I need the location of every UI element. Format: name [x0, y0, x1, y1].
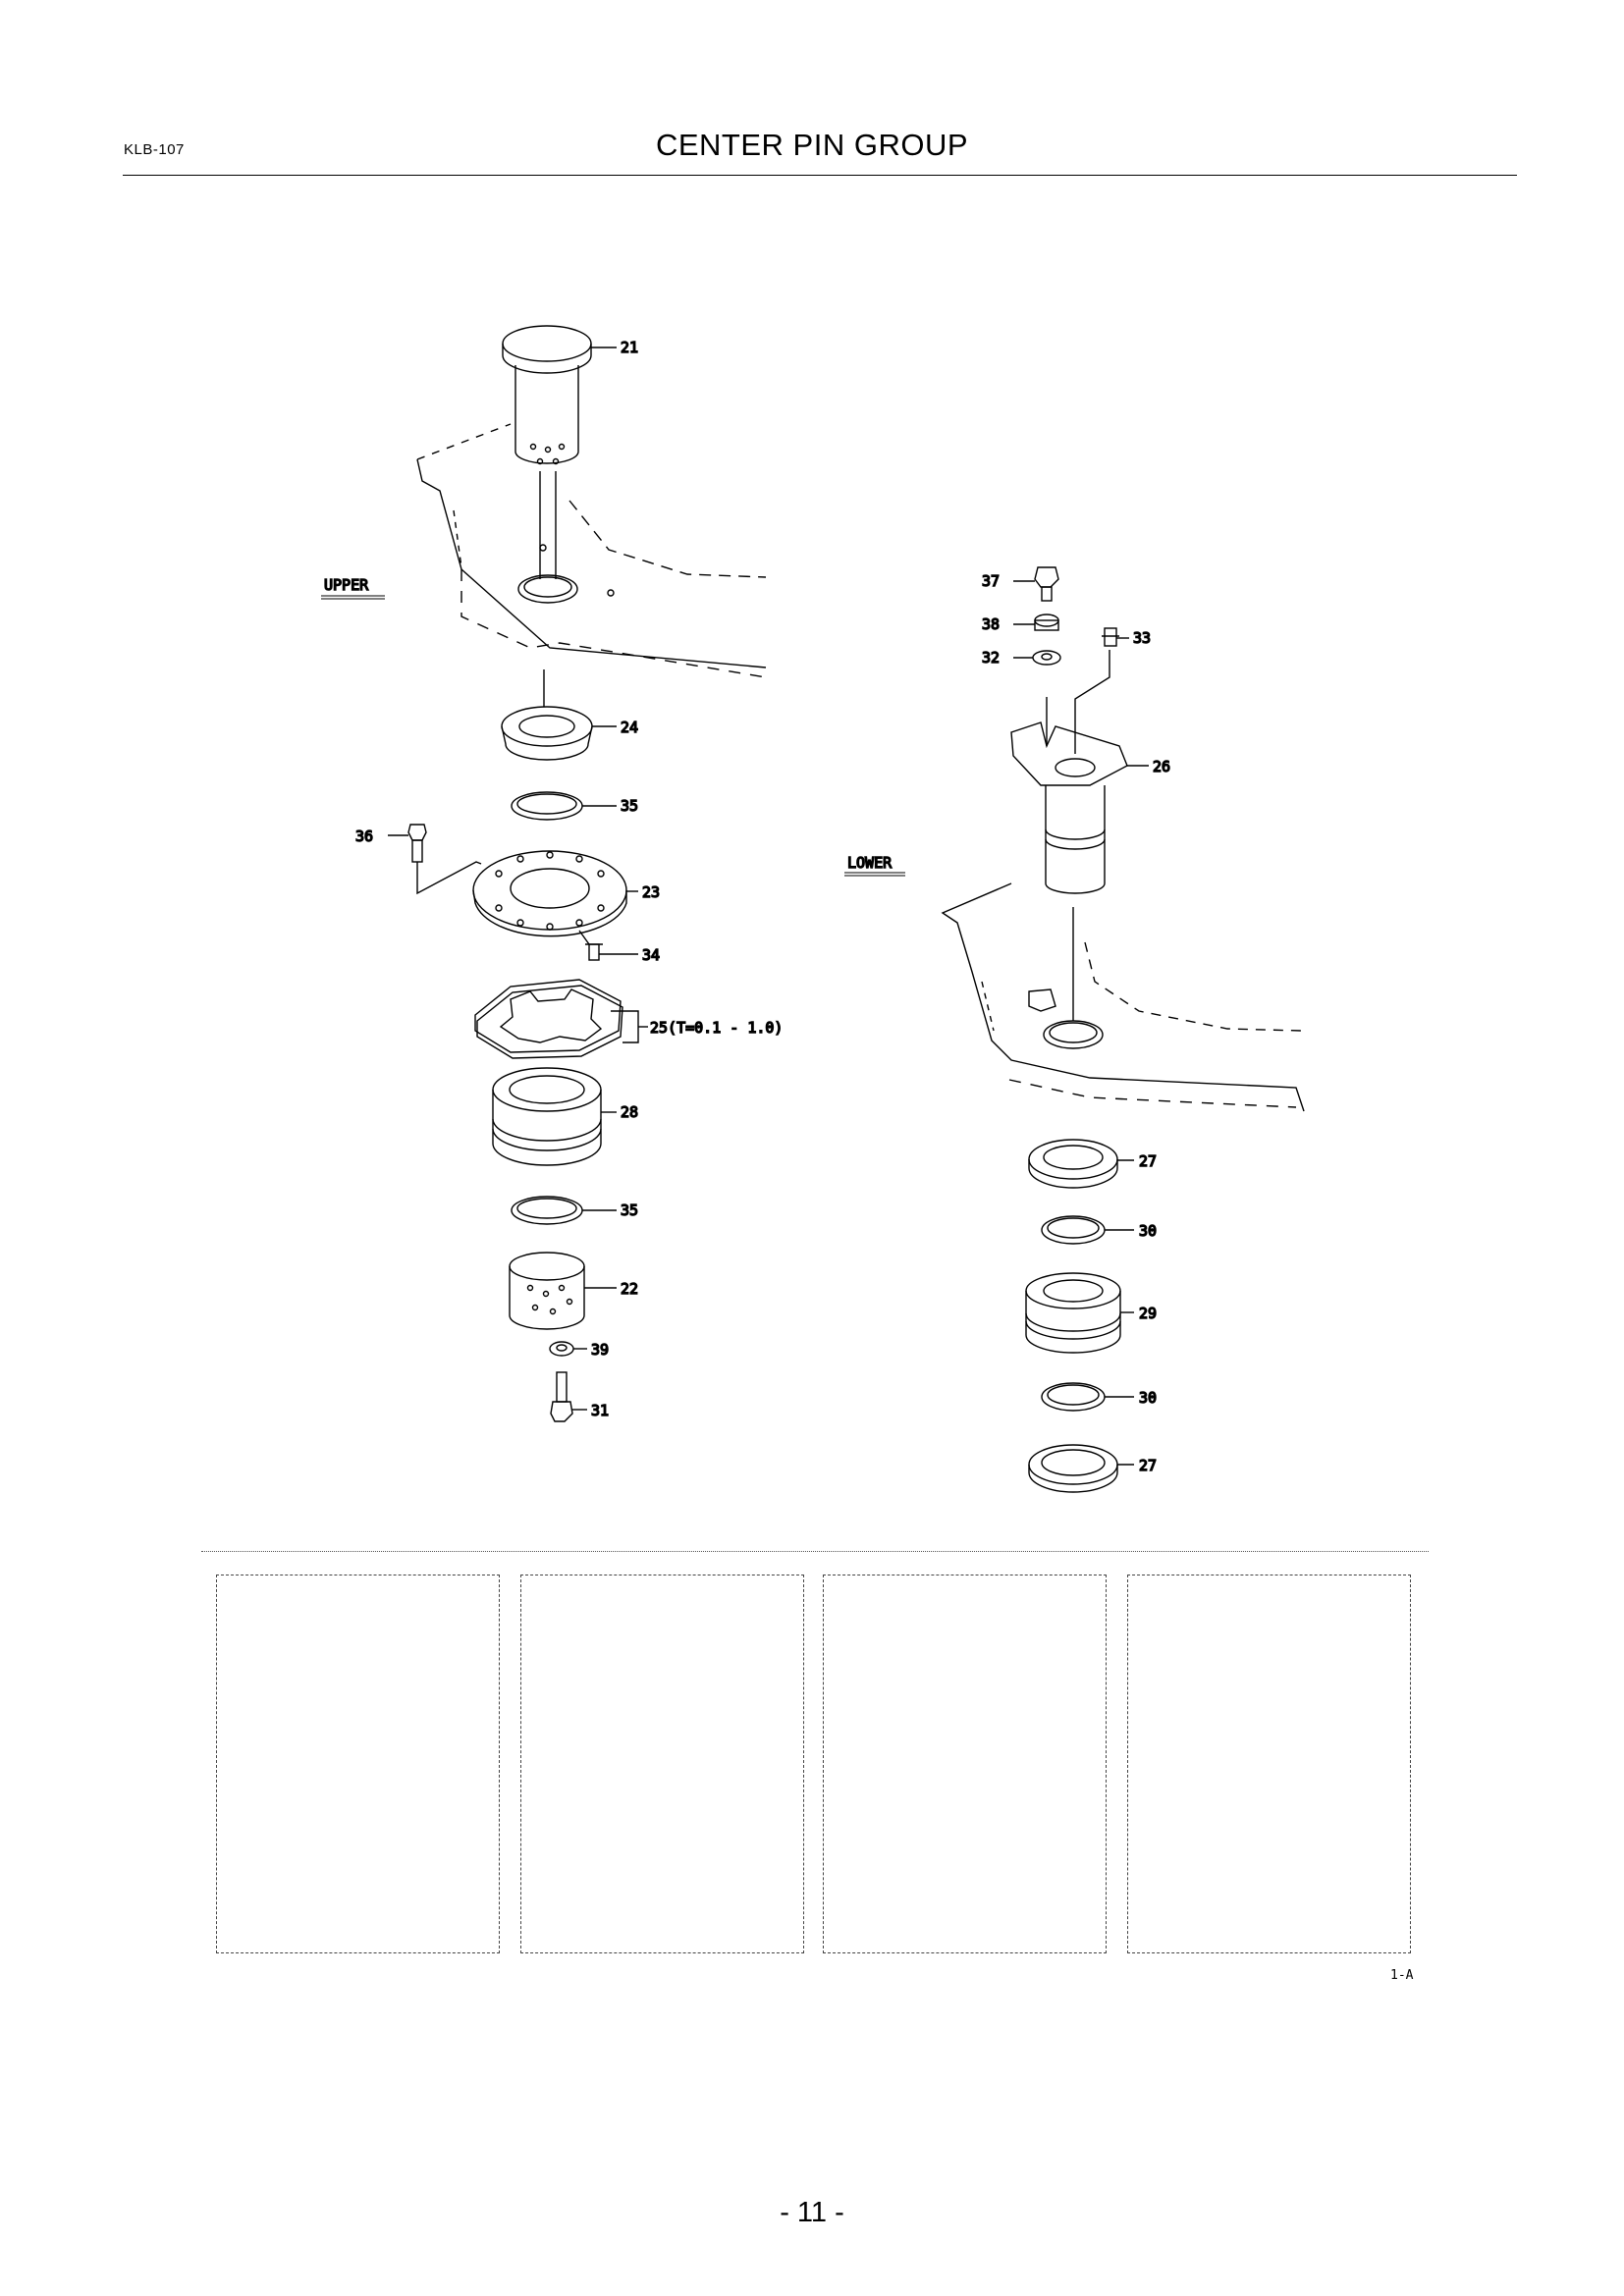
part-21-center-pin — [502, 325, 617, 579]
notes-box-1 — [216, 1575, 500, 1953]
part-36-bolt — [388, 824, 482, 895]
part-26-lock-pin-plate — [1010, 697, 1149, 786]
part-26-pin-body — [1045, 785, 1106, 894]
callout-36: 36 — [355, 828, 373, 845]
part-22-bushing — [509, 1252, 617, 1330]
notes-box-4 — [1127, 1575, 1411, 1953]
part-28-bearing-upper — [492, 1067, 617, 1166]
callout-33: 33 — [1133, 629, 1151, 647]
part-34-grease-nipple — [578, 930, 638, 961]
part-29-bearing-lower — [1025, 1272, 1134, 1354]
header-doc-code: KLB-107 — [124, 141, 185, 158]
callout-35-lower: 35 — [621, 1201, 638, 1219]
page-title: CENTER PIN GROUP — [655, 128, 969, 162]
callout-30-lower: 30 — [1139, 1389, 1157, 1407]
callout-39: 39 — [591, 1341, 609, 1359]
section-label-lower: LOWER — [847, 854, 893, 872]
dotted-separator — [201, 1551, 1429, 1552]
part-38-spacer — [1013, 614, 1059, 631]
part-24-flanged-bushing — [501, 706, 617, 761]
exploded-parts-diagram: UPPER LOWER 21 24 35 36 23 34 25(T=0.1 -… — [321, 325, 1305, 1493]
part-25-shims — [474, 979, 648, 1059]
callout-35-upper: 35 — [621, 797, 638, 815]
callout-22: 22 — [621, 1280, 638, 1298]
callout-23: 23 — [642, 883, 660, 901]
part-23-flange-plate — [472, 850, 638, 937]
page-number: - 11 - — [780, 2197, 844, 2228]
part-39-washer — [549, 1341, 587, 1357]
callout-27-lower: 27 — [1139, 1457, 1157, 1474]
callout-29: 29 — [1139, 1305, 1157, 1322]
callout-21: 21 — [621, 339, 638, 356]
figure-id: 1-A — [1390, 1968, 1414, 1983]
callout-31: 31 — [591, 1402, 609, 1419]
part-31-bolt — [550, 1371, 587, 1422]
callout-25: 25(T=0.1 - 1.0) — [650, 1019, 783, 1037]
section-label-upper: UPPER — [324, 576, 369, 594]
part-33-grease-nipple — [1074, 627, 1129, 754]
part-35-ring-lower — [511, 1196, 617, 1225]
callout-38: 38 — [982, 615, 1000, 633]
part-30-ring-lower — [1041, 1382, 1134, 1412]
callout-26: 26 — [1153, 758, 1170, 775]
callout-37: 37 — [982, 572, 1000, 590]
notes-box-2 — [520, 1575, 804, 1953]
part-30-ring-upper — [1041, 1215, 1134, 1245]
callout-28: 28 — [621, 1103, 638, 1121]
part-27-seal-lower — [1028, 1444, 1134, 1493]
callout-32: 32 — [982, 649, 1000, 667]
callout-30-upper: 30 — [1139, 1222, 1157, 1240]
lower-frame — [941, 882, 1305, 1112]
callout-27-upper: 27 — [1139, 1152, 1157, 1170]
callout-24: 24 — [621, 719, 638, 736]
part-37-bolt — [1013, 566, 1059, 602]
upper-frame — [416, 423, 767, 678]
part-35-ring-upper — [511, 791, 617, 821]
part-32-washer — [1013, 650, 1061, 666]
header-rule — [123, 175, 1517, 176]
part-27-seal-upper — [1028, 1139, 1134, 1189]
notes-box-3 — [823, 1575, 1107, 1953]
callout-34: 34 — [642, 946, 660, 964]
